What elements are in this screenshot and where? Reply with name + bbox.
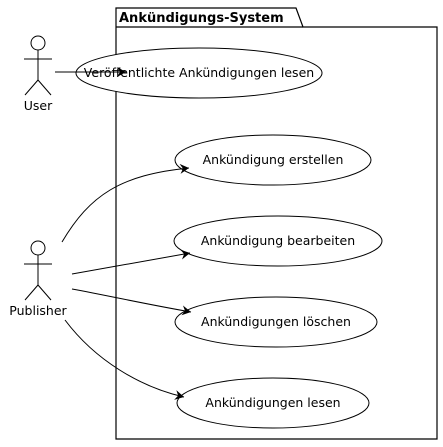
association-publisher-uc5 — [64, 319, 185, 400]
use-case-bearbeiten[interactable]: Ankündigung bearbeiten — [173, 215, 383, 267]
actor-user-icon — [24, 35, 52, 96]
use-case-label: Veröffentlichte Ankündigungen lesen — [84, 65, 314, 80]
use-case-label: Ankündigung erstellen — [203, 152, 344, 167]
use-case-label: Ankündigung bearbeiten — [201, 233, 355, 248]
use-case-loeschen[interactable]: Ankündigungen löschen — [174, 296, 378, 348]
association-publisher-uc2 — [61, 163, 190, 243]
actor-user-label: User — [24, 98, 53, 113]
actor-publisher[interactable]: Publisher — [9, 240, 68, 318]
actor-publisher-label: Publisher — [9, 303, 67, 318]
use-case-erstellen[interactable]: Ankündigung erstellen — [174, 134, 372, 186]
use-case-lesen[interactable]: Ankündigungen lesen — [176, 377, 370, 429]
association-publisher-uc4 — [71, 288, 192, 316]
package-frame: Ankündigungs-System — [115, 7, 438, 440]
use-case-label: Ankündigungen lesen — [205, 395, 340, 410]
package-title: Ankündigungs-System — [119, 11, 284, 26]
use-case-veroeffentlichte-lesen[interactable]: Veröffentlichte Ankündigungen lesen — [75, 47, 323, 99]
actor-user[interactable]: User — [24, 35, 53, 113]
use-case-label: Ankündigungen löschen — [201, 314, 351, 329]
actor-publisher-icon — [24, 240, 52, 301]
association-publisher-uc3 — [71, 249, 191, 275]
